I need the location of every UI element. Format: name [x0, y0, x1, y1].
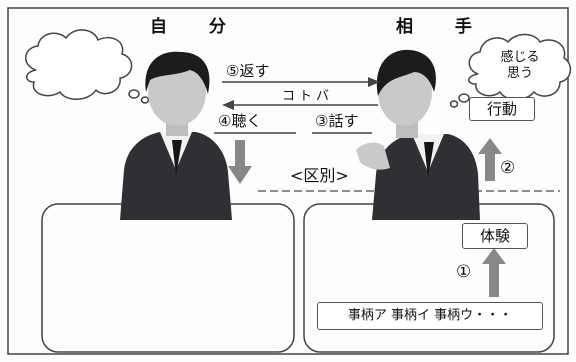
distinction-label: <区別>: [290, 166, 349, 185]
step-one-number: ①: [456, 262, 472, 282]
matters-box: 事柄ア 事柄イ 事柄ウ・・・: [317, 302, 543, 330]
self-inner-box: [41, 203, 295, 353]
thought-text: 感じる 思う: [490, 50, 550, 83]
listen-down-arrow: [228, 140, 252, 184]
experience-box: 体験: [462, 223, 528, 249]
other-header: 相 手: [396, 17, 490, 37]
action-up-arrow: [478, 138, 502, 181]
action-box: 行動: [469, 97, 535, 121]
feel-label: 感じる: [500, 50, 540, 65]
kotoba-label: コトバ: [282, 89, 334, 104]
return-arrow: [222, 77, 380, 87]
self-person-figure: [120, 51, 232, 220]
self-header: 自 分: [150, 17, 244, 37]
other-person-figure: [356, 49, 480, 220]
kotoba-arrow: [222, 100, 378, 110]
experience-up-arrow: [482, 248, 506, 297]
self-thought-cloud: [25, 29, 150, 104]
listen-label: ④聴く: [218, 112, 262, 130]
other-thought-cloud: [449, 33, 572, 108]
step-two-number: ②: [500, 158, 516, 178]
think-label: 思う: [506, 66, 533, 82]
return-label: ⑤返す: [226, 62, 270, 80]
speak-label: ③話す: [315, 112, 359, 130]
outer-frame: [7, 7, 569, 355]
